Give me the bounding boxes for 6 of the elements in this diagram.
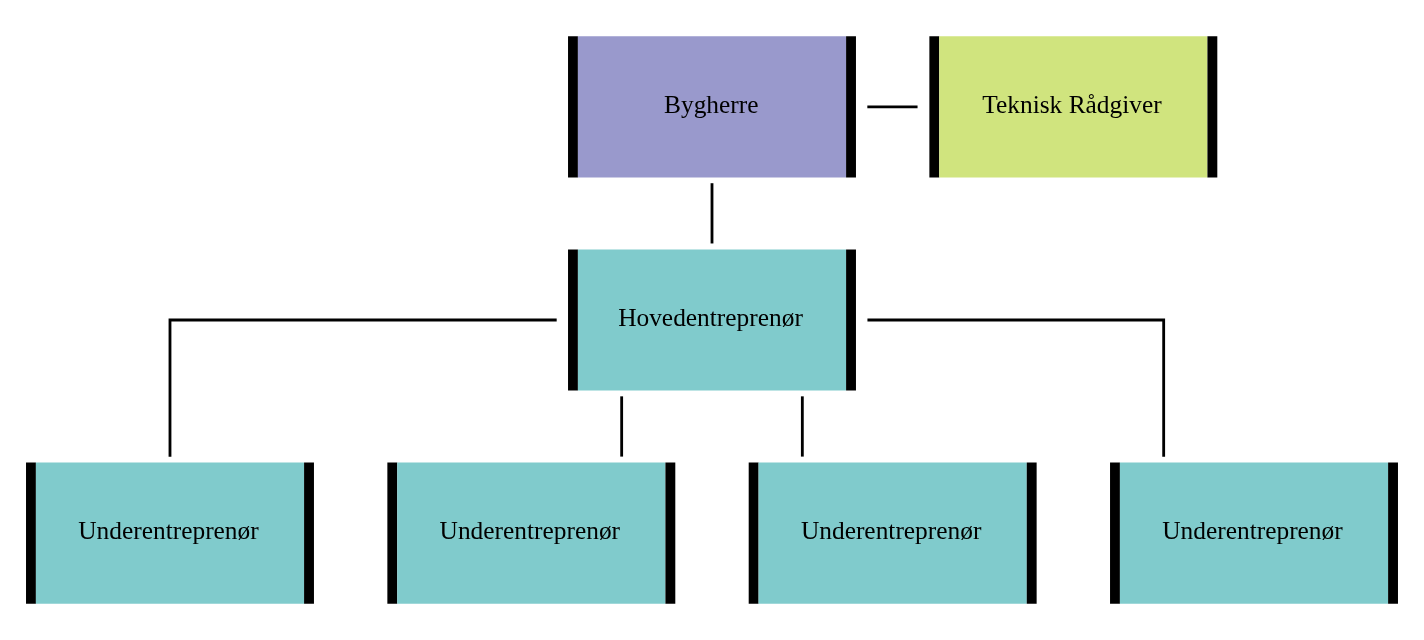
connector bbox=[800, 396, 804, 457]
connector bbox=[620, 396, 624, 457]
connector bbox=[710, 183, 714, 244]
connector bbox=[168, 318, 557, 457]
connector bbox=[867, 318, 1166, 457]
connector bbox=[867, 105, 918, 109]
